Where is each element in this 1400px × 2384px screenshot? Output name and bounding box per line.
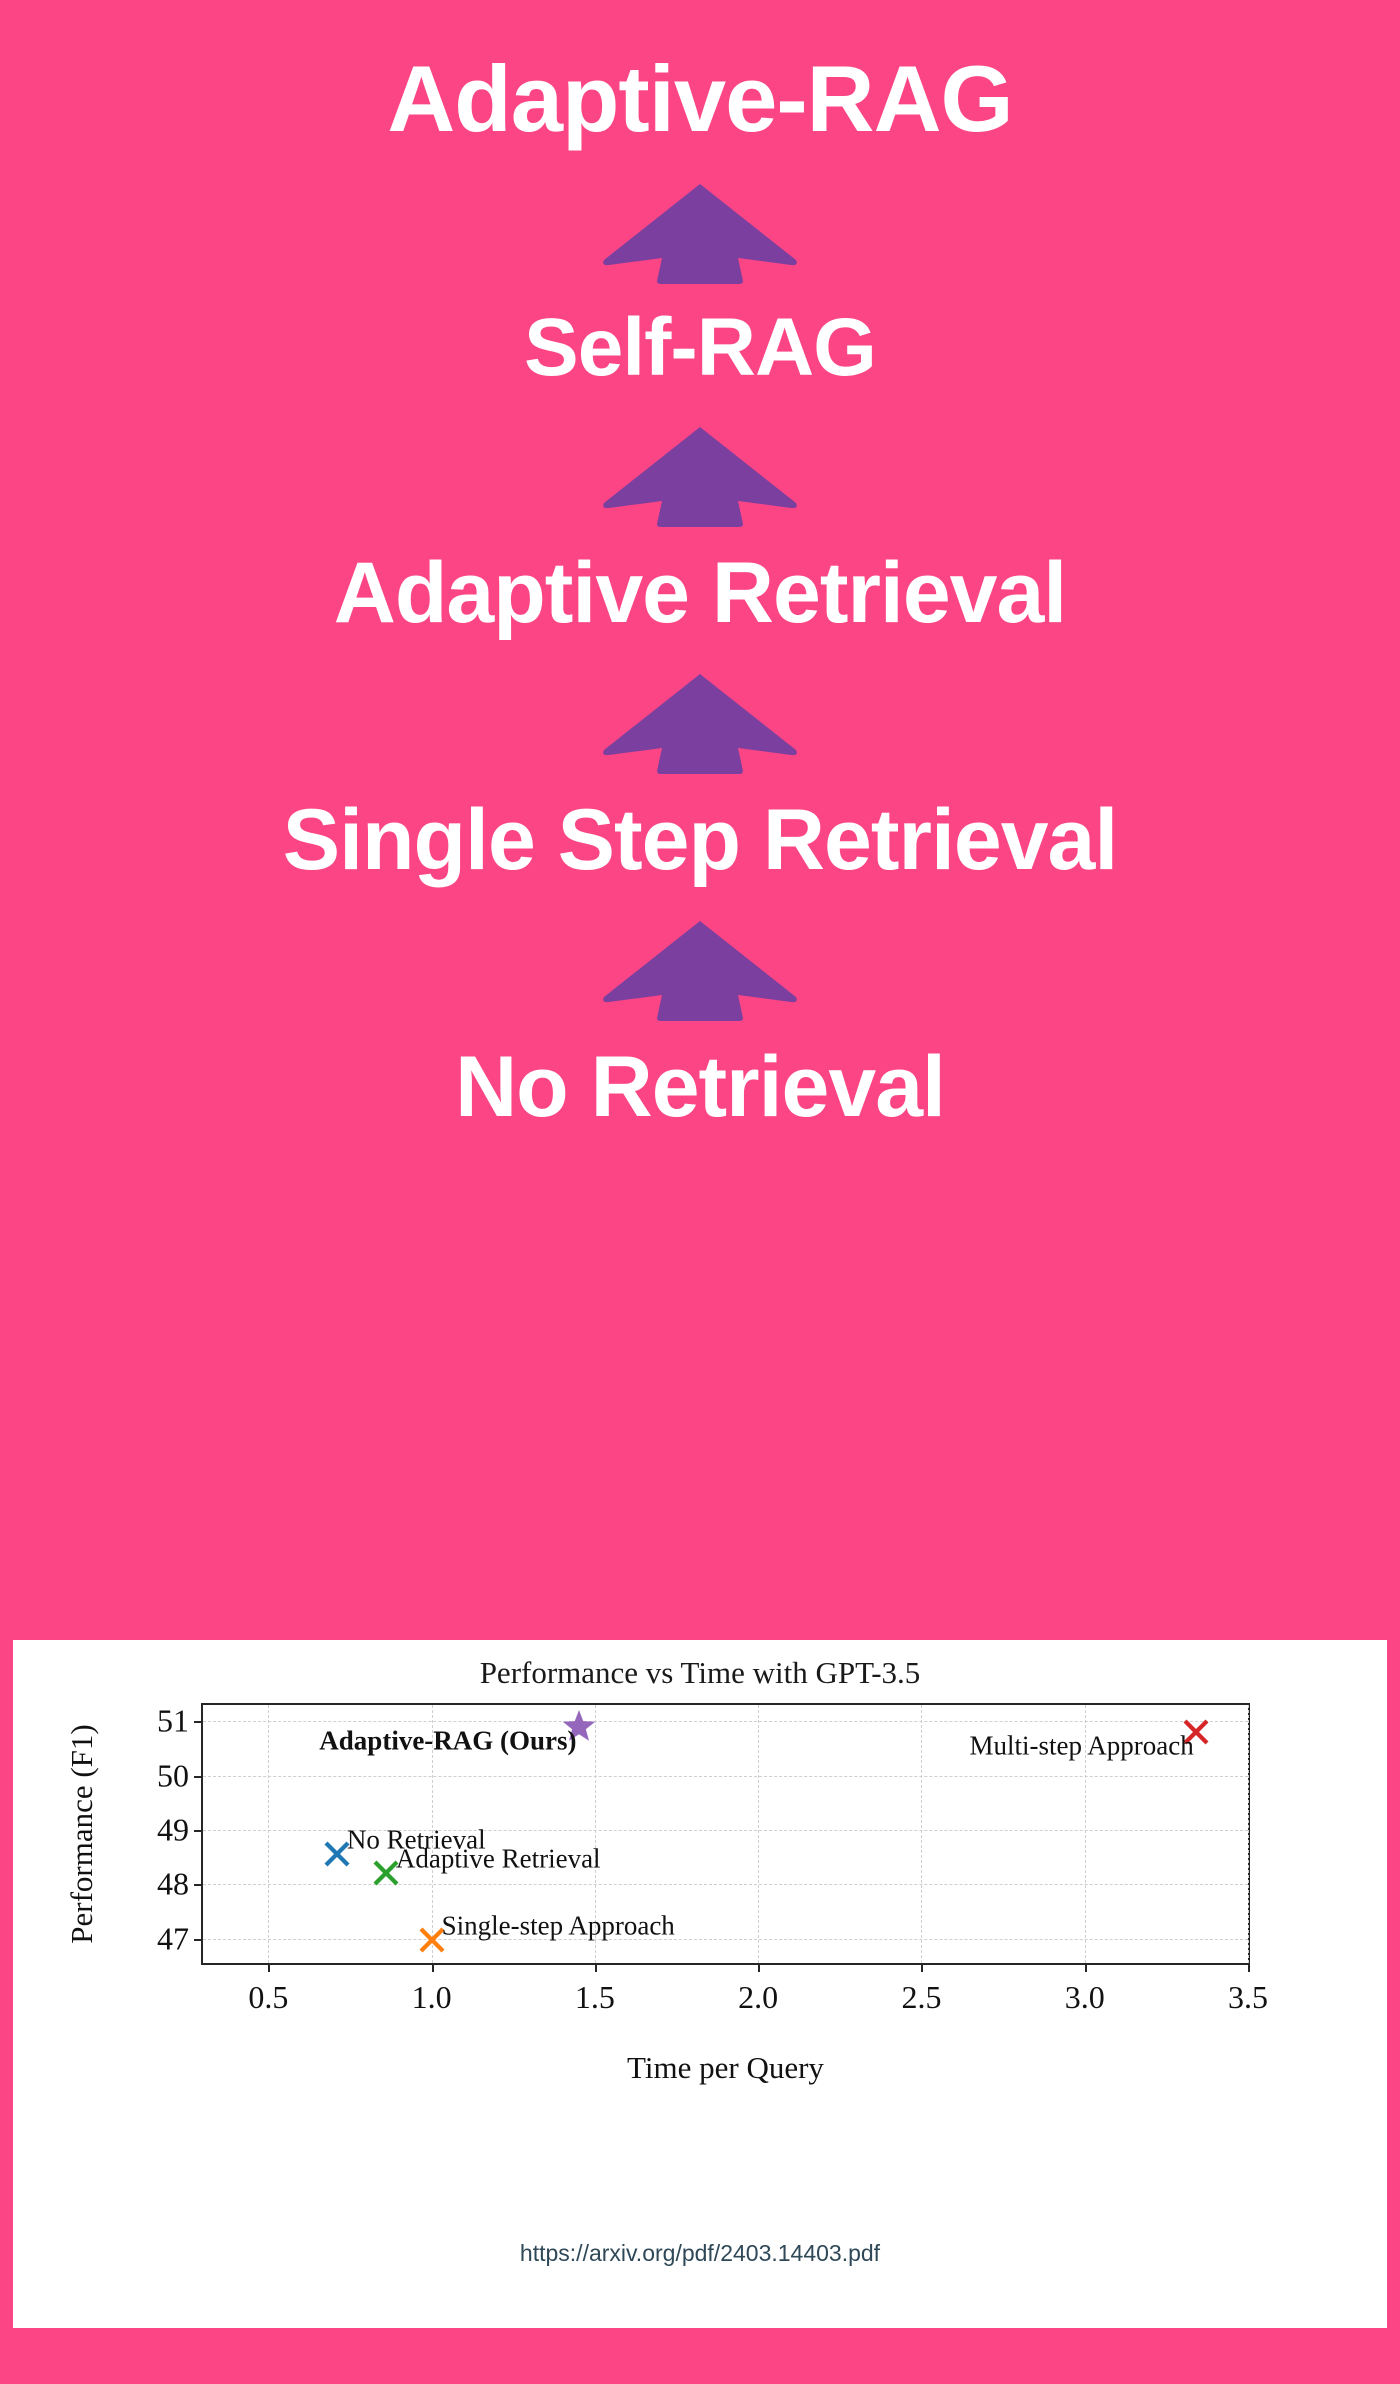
y-tick-mark bbox=[194, 1829, 203, 1832]
gridline-horizontal bbox=[203, 1938, 1248, 1940]
data-point-label: No Retrieval bbox=[346, 1824, 486, 1855]
x-tick-label: 3.5 bbox=[1228, 1979, 1268, 2015]
y-tick-mark bbox=[194, 1721, 203, 1724]
y-tick-mark bbox=[194, 1938, 203, 1941]
x-tick-mark bbox=[431, 1963, 434, 1972]
up-arrow-icon bbox=[603, 184, 797, 284]
x-tick-label: 3.0 bbox=[1064, 1979, 1105, 2015]
hero-section: Adaptive-RAG Self-RAG Adaptive Retrieval… bbox=[0, 46, 1400, 1135]
gridline-vertical bbox=[1248, 1705, 1249, 1963]
data-point-label: Adaptive Retrieval bbox=[395, 1843, 601, 1874]
up-arrow-icon bbox=[603, 921, 797, 1021]
y-tick-label: 51 bbox=[157, 1702, 189, 1739]
y-tick-label: 48 bbox=[157, 1865, 189, 1902]
x-tick-label: 1.0 bbox=[411, 1979, 452, 2015]
x-tick-mark bbox=[921, 1963, 924, 1972]
gridline-horizontal bbox=[203, 1721, 1248, 1723]
x-tick-mark bbox=[594, 1963, 597, 1972]
up-arrow-1 bbox=[0, 180, 1400, 285]
ladder-label-adaptive-retrieval: Adaptive Retrieval bbox=[333, 545, 1067, 641]
up-arrow-3 bbox=[0, 670, 1400, 775]
up-arrow-4 bbox=[0, 917, 1400, 1022]
y-tick-label: 49 bbox=[157, 1811, 189, 1848]
y-tick-mark bbox=[194, 1775, 203, 1778]
x-tick-label: 0.5 bbox=[248, 1979, 289, 2015]
x-tick-label: 1.5 bbox=[574, 1979, 615, 2015]
ladder-label-no-retrieval: No Retrieval bbox=[455, 1039, 946, 1135]
data-point-label: Single-step Approach bbox=[441, 1910, 675, 1941]
x-tick-mark bbox=[758, 1963, 761, 1972]
ladder-label-self-rag: Self-RAG bbox=[524, 302, 877, 393]
x-tick-label: 2.0 bbox=[738, 1979, 779, 2015]
y-tick-label: 50 bbox=[157, 1757, 189, 1794]
chart-title: Performance vs Time with GPT-3.5 bbox=[479, 1655, 921, 1690]
gridline-vertical bbox=[268, 1705, 270, 1963]
gridline-horizontal bbox=[203, 1775, 1248, 1777]
source-url: https://arxiv.org/pdf/2403.14403.pdf bbox=[519, 2240, 881, 2266]
gridline-vertical bbox=[921, 1705, 923, 1963]
data-point-label: Adaptive-RAG (Ours) bbox=[319, 1725, 577, 1756]
plot-area: 47 48 49 50 51 0.5 1.0 1.5 2.0 2.5 3.0 3.5 Adaptive-… bbox=[157, 1703, 1268, 2015]
x-tick-mark bbox=[1084, 1963, 1087, 1972]
y-tick-mark bbox=[194, 1884, 203, 1887]
x-axis-label: Time per Query bbox=[627, 2050, 824, 2085]
y-axis-label-text: Performance (F1) bbox=[64, 1724, 99, 1944]
ladder-label-adaptive-rag: Adaptive-RAG bbox=[387, 46, 1013, 151]
y-axis-label: Performance (F1) bbox=[62, 1703, 102, 1965]
x-tick-label: 2.5 bbox=[901, 1979, 942, 2015]
up-arrow-2 bbox=[0, 423, 1400, 528]
data-point-label: Multi-step Approach bbox=[969, 1730, 1194, 1761]
gridline-horizontal bbox=[203, 1884, 1248, 1886]
x-tick-mark bbox=[1248, 1963, 1250, 1972]
y-tick-label: 47 bbox=[157, 1920, 189, 1957]
ladder-label-single-step-retrieval: Single Step Retrieval bbox=[282, 792, 1119, 888]
up-arrow-icon bbox=[603, 674, 797, 774]
x-tick-mark bbox=[268, 1963, 271, 1972]
gridline-vertical bbox=[758, 1705, 760, 1963]
up-arrow-icon bbox=[603, 427, 797, 527]
